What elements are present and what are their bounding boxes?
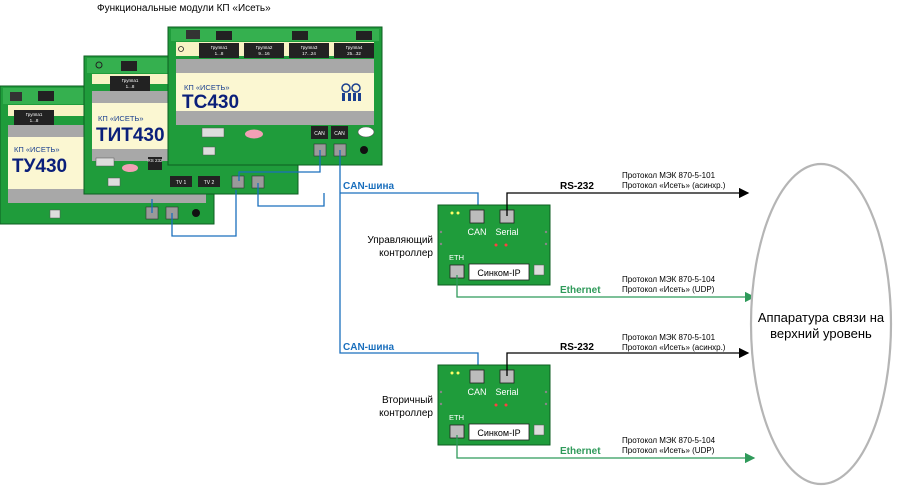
iset-logo	[341, 83, 361, 101]
serial-protocol-bottom-line1: Протокол МЭК 870-5-101	[622, 333, 716, 342]
tc430-group3-connector	[289, 43, 329, 58]
rs232-label-bottom: RS-232	[560, 342, 594, 353]
controller-primary: CAN Serial ETH Синком-IP	[437, 204, 551, 286]
tc430-group1-connector	[199, 43, 239, 58]
upper-level-label-line2: верхний уровень	[770, 326, 872, 341]
serial-protocol-top-line2: Протокол «Исеть» (асинхр.)	[622, 181, 726, 190]
controller1-device-name: Синком-IP	[477, 268, 520, 278]
tu430-group1-name: Группа1	[26, 112, 43, 117]
eth-protocol-bottom-line2: Протокол «Исеть» (UDP)	[622, 446, 715, 455]
controller1-eth-label: ETH	[449, 253, 464, 262]
ethernet-label-bottom: Ethernet	[560, 446, 601, 457]
tit430-rs232-label: RS 232	[147, 158, 163, 163]
ethernet-label-top: Ethernet	[560, 285, 601, 296]
eth-protocol-top-line2: Протокол «Исеть» (UDP)	[622, 285, 715, 294]
rs232-label-top: RS-232	[560, 181, 594, 192]
tc430-led	[360, 146, 368, 154]
tit430-group1-name: Группа1	[122, 78, 139, 83]
tit430-group1-connector	[110, 76, 150, 91]
tc430-group2-connector	[244, 43, 284, 58]
tc430-can1-label: CAN	[314, 131, 325, 137]
tu430-brand: КП «ИСЕТЬ»	[14, 145, 60, 154]
tc430-group1-range: 1...8	[215, 51, 224, 56]
can-bus-label-top: CAN-шина	[343, 181, 395, 192]
tc430-group1-name: Группа1	[211, 45, 228, 50]
tit430-group1-range: 1...8	[126, 84, 135, 89]
controller2-serial-label: Serial	[495, 387, 518, 397]
page-title: Функциональные модули КП «Исеть»	[97, 3, 271, 14]
tc430-group2-range: 9...16	[258, 51, 270, 56]
controller1-can-port	[469, 209, 485, 224]
serial-protocol-top-line1: Протокол МЭК 870-5-101	[622, 171, 716, 180]
serial-protocol-bottom-line2: Протокол «Исеть» (асинхр.)	[622, 343, 726, 352]
tc430-group-connectors: Группа1 1...8 Группа2 9...16 Группа3 17.…	[199, 43, 374, 58]
tit430-tv2-label: TV 2	[204, 180, 215, 186]
controller-secondary: CAN Serial ETH Синком-IP	[437, 364, 551, 446]
tc430-can2-label: CAN	[334, 131, 345, 137]
tc430-group4-range: 25...32	[347, 51, 361, 56]
tu430-indicator	[49, 209, 61, 219]
eth-protocol-bottom-line1: Протокол МЭК 870-5-104	[622, 436, 716, 445]
tit430-tv1-label: TV 1	[176, 180, 187, 186]
controller1-can-label: CAN	[467, 227, 486, 237]
module-tc430: Группа1 1...8 Группа2 9...16 Группа3 17.…	[167, 26, 383, 166]
upper-level-ellipse	[749, 162, 893, 486]
tc430-model: ТС430	[182, 92, 239, 113]
tu430-group1-range: 1...8	[30, 118, 39, 123]
controller1-label-line2: контроллер	[379, 248, 433, 259]
controller2-device-name: Синком-IP	[477, 428, 520, 438]
ethernet-links	[456, 275, 756, 464]
rs232-links	[506, 187, 750, 376]
controller1-label-line1: Управляющий	[367, 235, 433, 246]
tu430-group1-connector	[14, 110, 54, 125]
tc430-group3-name: Группа3	[301, 45, 318, 50]
can-bus-label-bottom: CAN-шина	[343, 342, 395, 353]
tit430-brand: КП «ИСЕТЬ»	[98, 114, 144, 123]
upper-level-label-line1: Аппаратура связи на	[758, 310, 885, 325]
tu430-led	[192, 209, 200, 217]
controller1-serial-label: Serial	[495, 227, 518, 237]
tc430-brand: КП «ИСЕТЬ»	[184, 83, 230, 92]
eth-protocol-top-line1: Протокол МЭК 870-5-104	[622, 275, 716, 284]
controller2-label-line2: контроллер	[379, 408, 433, 419]
tu430-model: ТУ430	[12, 156, 67, 177]
controller2-eth-label: ETH	[449, 413, 464, 422]
tc430-group3-range: 17...24	[302, 51, 316, 56]
controller2-can-label: CAN	[467, 387, 486, 397]
controller2-can-port	[469, 369, 485, 384]
tit430-can-port-1	[231, 175, 245, 189]
controller2-label-line1: Вторичный	[382, 395, 433, 406]
tc430-group2-name: Группа2	[256, 45, 273, 50]
tc430-group4-connector	[334, 43, 374, 58]
tc430-group4-name: Группа4	[346, 45, 363, 50]
tit430-model: ТИТ430	[96, 125, 165, 146]
